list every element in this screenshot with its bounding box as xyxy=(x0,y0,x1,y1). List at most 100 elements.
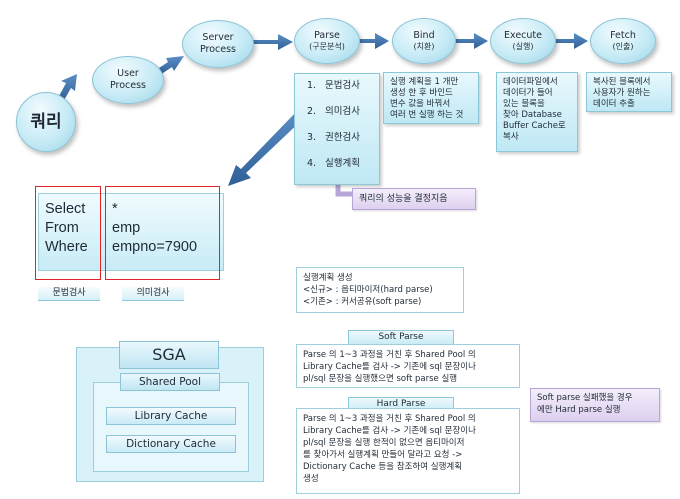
arrow-parse-to-bind xyxy=(350,33,389,49)
dictionary-cache-text: Dictionary Cache xyxy=(126,438,216,450)
user-process-line2: Process xyxy=(109,80,147,91)
hard-parse-line: 생성 xyxy=(303,474,319,484)
arrow-user-to-server xyxy=(156,56,184,75)
soft-parse-line: Parse 의 1~3 과정을 거친 후 Shared Pool 의 xyxy=(303,350,476,360)
bind-desc-line: 실행 계획을 1 개만 xyxy=(390,77,459,87)
soft-fail-note: Soft parse 실패했을 경우 에만 Hard parse 실행 xyxy=(530,388,660,422)
sql-value: empno=7900 xyxy=(112,239,198,255)
step-num: 4. xyxy=(307,158,317,169)
step-num: 2. xyxy=(307,106,317,117)
sga-box: SGA Shared Pool Library Cache Dictionary… xyxy=(76,341,264,482)
execute-sub: (실행) xyxy=(512,42,534,51)
library-cache-box: Library Cache xyxy=(106,407,236,425)
query-label: 쿼리 xyxy=(30,112,62,132)
sga-title: SGA xyxy=(119,341,219,369)
sql-keywords: Select From Where xyxy=(45,200,88,257)
sql-value: * xyxy=(112,201,118,217)
plan-note-text: 쿼리의 성능을 결정지음 xyxy=(359,194,448,204)
parse-sub: (구문분석) xyxy=(309,42,345,51)
sql-panel xyxy=(38,193,224,271)
parse-step: 2. 의미검사 xyxy=(307,106,375,132)
fetch-desc-line: 데이터 추출 xyxy=(593,99,635,109)
arrow-server-to-parse xyxy=(247,34,293,50)
syntax-label: 문법검사 xyxy=(38,287,100,301)
fetch-description: 복사된 블록에서 사용자가 원하는 데이터 추출 xyxy=(586,72,672,112)
execute-desc-line: 찾아 Database xyxy=(503,110,562,120)
plan-box-line: 실행계획 생성 xyxy=(303,273,353,283)
arrow-bind-to-execute xyxy=(448,33,488,49)
step-text: 권한검사 xyxy=(325,132,360,143)
shared-pool-box: Shared Pool Library Cache Dictionary Cac… xyxy=(93,373,249,472)
server-process-node: Server Process xyxy=(182,20,254,68)
step-num: 3. xyxy=(307,132,317,143)
sql-value: emp xyxy=(112,220,141,236)
execute-desc-line: 데이터가 들어 xyxy=(503,88,553,98)
server-process-line1: Server xyxy=(202,32,234,43)
hard-parse-line: 를 찾아가서 실행계획 만들어 달라고 요청 -> xyxy=(303,450,463,460)
plan-box-line: <신규> : 옵티마이저(hard parse) xyxy=(303,285,433,295)
execute-desc-line: 복사 xyxy=(503,132,519,142)
plan-note: 쿼리의 성능을 결정지음 xyxy=(352,188,476,210)
plan-box-line: <기존> : 커서공유(soft parse) xyxy=(303,297,422,307)
soft-fail-line: 에만 Hard parse 실행 xyxy=(537,405,621,415)
parse-steps-box: 1. 문법검사 2. 의미검사 3. 권한검사 4. 실행계획 xyxy=(294,73,380,185)
execute-desc-line: 데이터파일에서 xyxy=(503,77,558,87)
arrow-query-to-user xyxy=(58,74,77,102)
semantic-label-text: 의미검사 xyxy=(136,288,170,298)
arrow-parse-to-sql xyxy=(228,110,304,186)
bind-desc-line: 생성 한 후 바인드 xyxy=(390,88,453,98)
semantic-frame xyxy=(105,186,220,280)
fetch-sub: (인출) xyxy=(612,42,634,51)
soft-parse-title-text: Soft Parse xyxy=(378,332,424,342)
hard-parse-line: Parse 의 1~3 과정을 거친 후 Shared Pool 의 xyxy=(303,414,476,424)
query-node: 쿼리 xyxy=(16,92,76,152)
hard-parse-line: Library Cache를 검사 -> 기존에 sql 문장이나 xyxy=(303,426,476,436)
arrow-execute-to-fetch xyxy=(548,33,588,49)
bind-description: 실행 계획을 1 개만 생성 한 후 바인드 변수 값을 바꿔서 여러 번 실행… xyxy=(383,72,479,124)
bind-desc-line: 변수 값을 바꿔서 xyxy=(390,99,451,109)
user-process-line1: User xyxy=(117,68,139,79)
step-text: 문법검사 xyxy=(325,80,360,91)
step-num: 1. xyxy=(307,80,317,91)
sga-title-text: SGA xyxy=(152,345,186,364)
bind-desc-line: 여러 번 실행 하는 것 xyxy=(390,110,464,120)
parse-node: Parse (구문분석) xyxy=(294,18,360,64)
server-process-line2: Process xyxy=(199,44,237,55)
sql-values: * emp empno=7900 xyxy=(112,200,197,257)
step-text: 실행계획 xyxy=(325,158,360,169)
step-text: 의미검사 xyxy=(325,106,360,117)
bind-label: Bind xyxy=(413,30,435,41)
hard-parse-line: pl/sql 문장을 실행 한적이 없으면 옵티마이저 xyxy=(303,438,465,448)
soft-parse-line: pl/sql 문장을 실행했으면 soft parse 실행 xyxy=(303,374,458,384)
parse-step: 4. 실행계획 xyxy=(307,158,375,184)
execute-desc-line: Buffer Cache로 xyxy=(503,121,566,131)
execute-node: Execute (실행) xyxy=(490,18,556,64)
fetch-desc-line: 복사된 블록에서 xyxy=(593,77,651,87)
execute-description: 데이터파일에서 데이터가 들어 있는 블록을 찾아 Database Buffe… xyxy=(496,72,578,152)
sql-keyword: From xyxy=(45,220,79,236)
shared-pool-title: Shared Pool xyxy=(120,373,220,391)
execute-desc-line: 있는 블록을 xyxy=(503,99,545,109)
fetch-node: Fetch (인출) xyxy=(590,18,656,64)
syntax-label-text: 문법검사 xyxy=(52,288,86,298)
fetch-label: Fetch xyxy=(610,30,636,41)
hard-parse-line: Dictionary Cache 등을 참조하여 실행계획 xyxy=(303,462,463,472)
sql-keyword: Select xyxy=(45,201,86,217)
shared-pool-text: Shared Pool xyxy=(138,376,202,388)
parse-step: 3. 권한검사 xyxy=(307,132,375,158)
library-cache-text: Library Cache xyxy=(134,410,208,422)
hard-parse-title-text: Hard Parse xyxy=(376,399,426,409)
user-process-node: User Process xyxy=(92,56,164,104)
plan-generation-box: 실행계획 생성 <신규> : 옵티마이저(hard parse) <기존> : … xyxy=(296,267,464,313)
syntax-frame xyxy=(35,186,101,280)
soft-fail-line: Soft parse 실패했을 경우 xyxy=(537,393,633,403)
sql-keyword: Where xyxy=(45,239,88,255)
soft-parse-title: Soft Parse xyxy=(348,330,454,345)
hard-parse-box: Parse 의 1~3 과정을 거친 후 Shared Pool 의 Libra… xyxy=(296,408,520,494)
fetch-desc-line: 사용자가 원하는 xyxy=(593,88,651,98)
execute-label: Execute xyxy=(504,30,542,41)
parse-step: 1. 문법검사 xyxy=(307,80,375,106)
parse-label: Parse xyxy=(314,30,340,41)
soft-parse-box: Parse 의 1~3 과정을 거친 후 Shared Pool 의 Libra… xyxy=(296,344,520,388)
